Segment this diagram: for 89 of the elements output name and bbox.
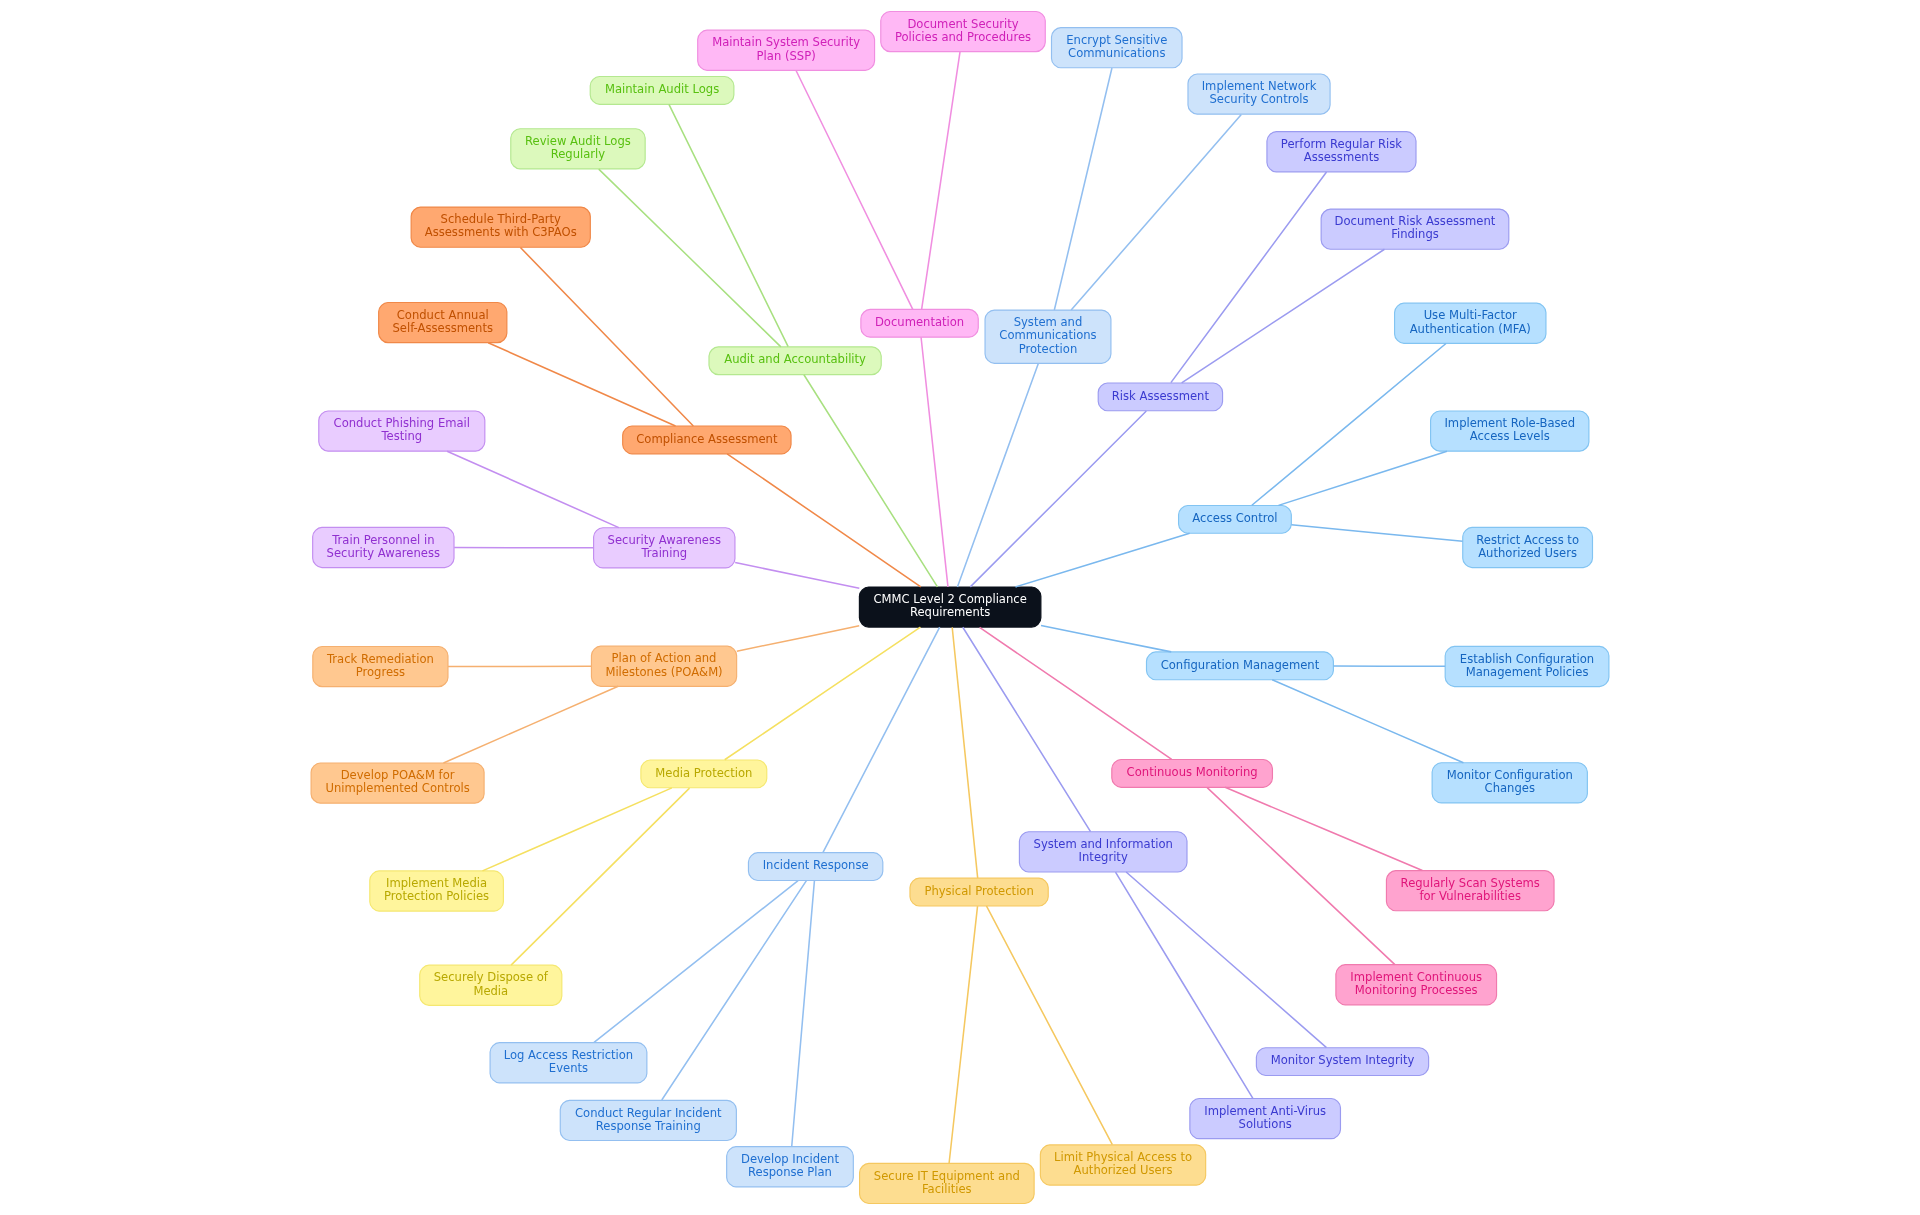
connector [1114,871,1254,1100]
node-box: Maintain Audit Logs [589,75,735,105]
node-box: Monitor System Integrity [1255,1047,1430,1077]
connector [1070,113,1243,311]
connector [951,626,979,879]
node-box: Train Personnel in Security Awareness [312,526,455,569]
connector [920,51,961,310]
node-box: Establish Configuration Management Policies [1444,645,1610,688]
connector [1053,67,1113,311]
node-box: Implement Media Protection Policies [369,870,504,912]
node-box: Review Audit Logs Regularly [510,128,646,170]
connector [736,625,860,652]
node-box: Implement Role-Based Access Levels [1430,410,1590,452]
node-box: System and Communications Protection [984,309,1112,364]
connector [795,69,914,311]
node-box: Documentation [860,308,979,338]
node-box: Conduct Regular Incident Response Training [559,1099,737,1142]
node-box: Media Protection [640,759,768,789]
node-box: Develop Incident Response Plan [726,1146,854,1188]
node-box: Physical Protection [909,877,1049,907]
node-box: Develop POA&M for Unimplemented Controls [310,762,485,804]
connector [978,626,1173,761]
connector [962,626,1092,833]
node-box: Risk Assessment [1097,382,1224,412]
connector [593,879,799,1044]
node-box: Continuous Monitoring [1111,758,1274,788]
connector [956,362,1040,588]
node-box: Conduct Phishing Email Testing [318,410,486,452]
node-box: Access Control [1178,504,1292,534]
connector [803,374,939,588]
connector [969,410,1148,588]
connector [1290,524,1464,543]
connector [519,246,695,427]
connector [1040,624,1172,653]
connector [985,905,1114,1146]
connector [1332,665,1446,668]
connector [1014,532,1191,588]
node-box: Securely Dispose of Media [419,964,563,1006]
node-box: Secure IT Equipment and Facilities [859,1162,1035,1205]
connector [453,546,595,549]
connector [487,341,677,427]
connector [1180,248,1386,384]
node-box: Restrict Access to Authorized Users [1462,526,1594,569]
node-box: Conduct Annual Self-Assessments [378,301,508,344]
node-box: Document Risk Assessment Findings [1320,208,1510,250]
node-box: Log Access Restriction Events [489,1042,648,1084]
node-box: Implement Network Security Controls [1187,73,1331,115]
node-box: Incident Response [747,852,884,882]
node-box: Configuration Management [1145,651,1334,681]
connector [661,879,808,1101]
node-box: Implement Anti-Virus Solutions [1189,1097,1342,1140]
node-box: Use Multi-Factor Authentication (MFA) [1394,302,1547,344]
node-box: Plan of Action and Milestones (POA&M) [590,645,738,687]
node-box: CMMC Level 2 Compliance Requirements [858,586,1042,628]
connector [1206,786,1396,966]
connector [481,787,673,872]
node-box: Monitor Configuration Changes [1431,762,1588,804]
node-box: Maintain System Security Plan (SSP) [697,29,876,71]
connector [1251,342,1447,507]
connector [442,685,619,764]
connector [822,626,941,854]
node-box: System and Information Integrity [1018,831,1188,873]
node-box: Implement Continuous Monitoring Processes [1335,964,1498,1006]
connector [1277,450,1448,507]
node-box: Encrypt Sensitive Communications [1050,27,1183,69]
connector [790,879,816,1148]
node-box: Security Awareness Training [593,527,736,569]
connector [510,787,691,966]
connector [597,168,782,348]
node-box: Track Remediation Progress [312,645,449,688]
connector [723,626,922,761]
node-box: Perform Regular Risk Assessments [1266,131,1417,173]
connector [446,450,620,529]
node-box: Document Security Policies and Procedures [880,10,1046,53]
connector [726,453,922,588]
connector [920,336,949,588]
node-box: Regularly Scan Systems for Vulnerabilities [1385,870,1555,912]
node-box: Audit and Accountability [708,346,882,376]
connector [1170,171,1328,384]
node-box: Schedule Third-Party Assessments with C3PAOs [410,206,591,248]
connector [668,103,789,348]
connector [1125,871,1328,1049]
connector [1271,679,1465,764]
connector [734,561,861,589]
node-box: Limit Physical Access to Authorized Users [1039,1144,1207,1186]
connector [1224,786,1424,872]
connector [447,665,593,668]
connector [948,905,979,1164]
node-box: Compliance Assessment [622,425,792,455]
